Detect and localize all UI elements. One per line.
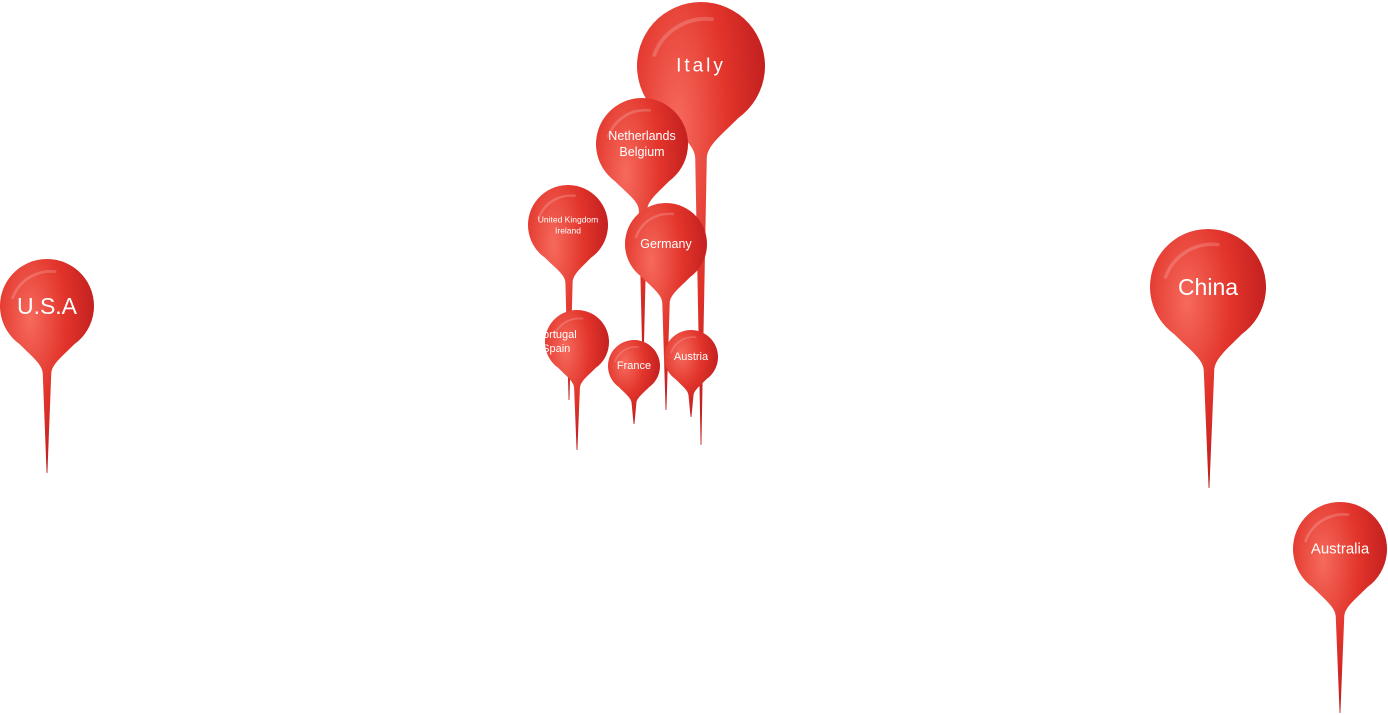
pin-label-france-line-1: France — [617, 360, 651, 372]
map-pin-australia[interactable]: Australia — [1293, 501, 1387, 713]
map-pin-icon — [1150, 229, 1266, 489]
pin-label-austria-line-1: Austria — [674, 351, 709, 363]
pin-label-germany-line-1: Germany — [640, 237, 692, 251]
pin-label-australia-line-1: Australia — [1311, 541, 1370, 558]
pin-highlight — [1163, 242, 1220, 279]
pin-label-china-line-1: China — [1178, 274, 1238, 300]
pin-label-netherlands-belgium-line-2: Belgium — [619, 145, 664, 159]
pin-highlight — [11, 269, 57, 300]
pin-highlight — [670, 336, 697, 354]
pin-label-portugal-spain-line-2: Spain — [542, 343, 570, 355]
map-pin-icon — [1293, 501, 1387, 713]
pin-highlight — [1304, 512, 1350, 543]
map-pin-icon — [664, 330, 719, 417]
map-pin-china[interactable]: China — [1150, 229, 1266, 489]
map-pin-germany[interactable]: Germany — [625, 203, 707, 410]
pin-label-uk-ireland-line-1: United Kingdom — [538, 214, 598, 224]
map-pin-austria[interactable]: Austria — [664, 330, 719, 417]
pin-label-italy-line-1: Italy — [676, 56, 726, 77]
map-pin-icon — [528, 185, 608, 400]
pin-highlight — [614, 346, 640, 363]
pin-highlight — [606, 108, 652, 138]
pin-highlight — [537, 194, 577, 220]
map-pin-france[interactable]: France — [608, 340, 660, 424]
pin-highlight — [552, 317, 584, 338]
pin-label-netherlands-belgium-line-1: Netherlands — [608, 129, 675, 143]
map-pin-icon — [625, 203, 707, 410]
pin-highlight — [652, 16, 714, 57]
pin-label-portugal-spain-line-1: Portugal — [536, 329, 577, 341]
pin-label-uk-ireland-line-2: Ireland — [555, 226, 581, 236]
map-pin-icon — [608, 340, 660, 424]
map-pin-usa[interactable]: U.S.A — [0, 259, 95, 473]
map-pin-icon — [0, 259, 95, 473]
pin-label-usa-line-1: U.S.A — [17, 293, 78, 319]
map-pin-icon — [545, 310, 609, 450]
pin-highlight — [634, 212, 675, 239]
